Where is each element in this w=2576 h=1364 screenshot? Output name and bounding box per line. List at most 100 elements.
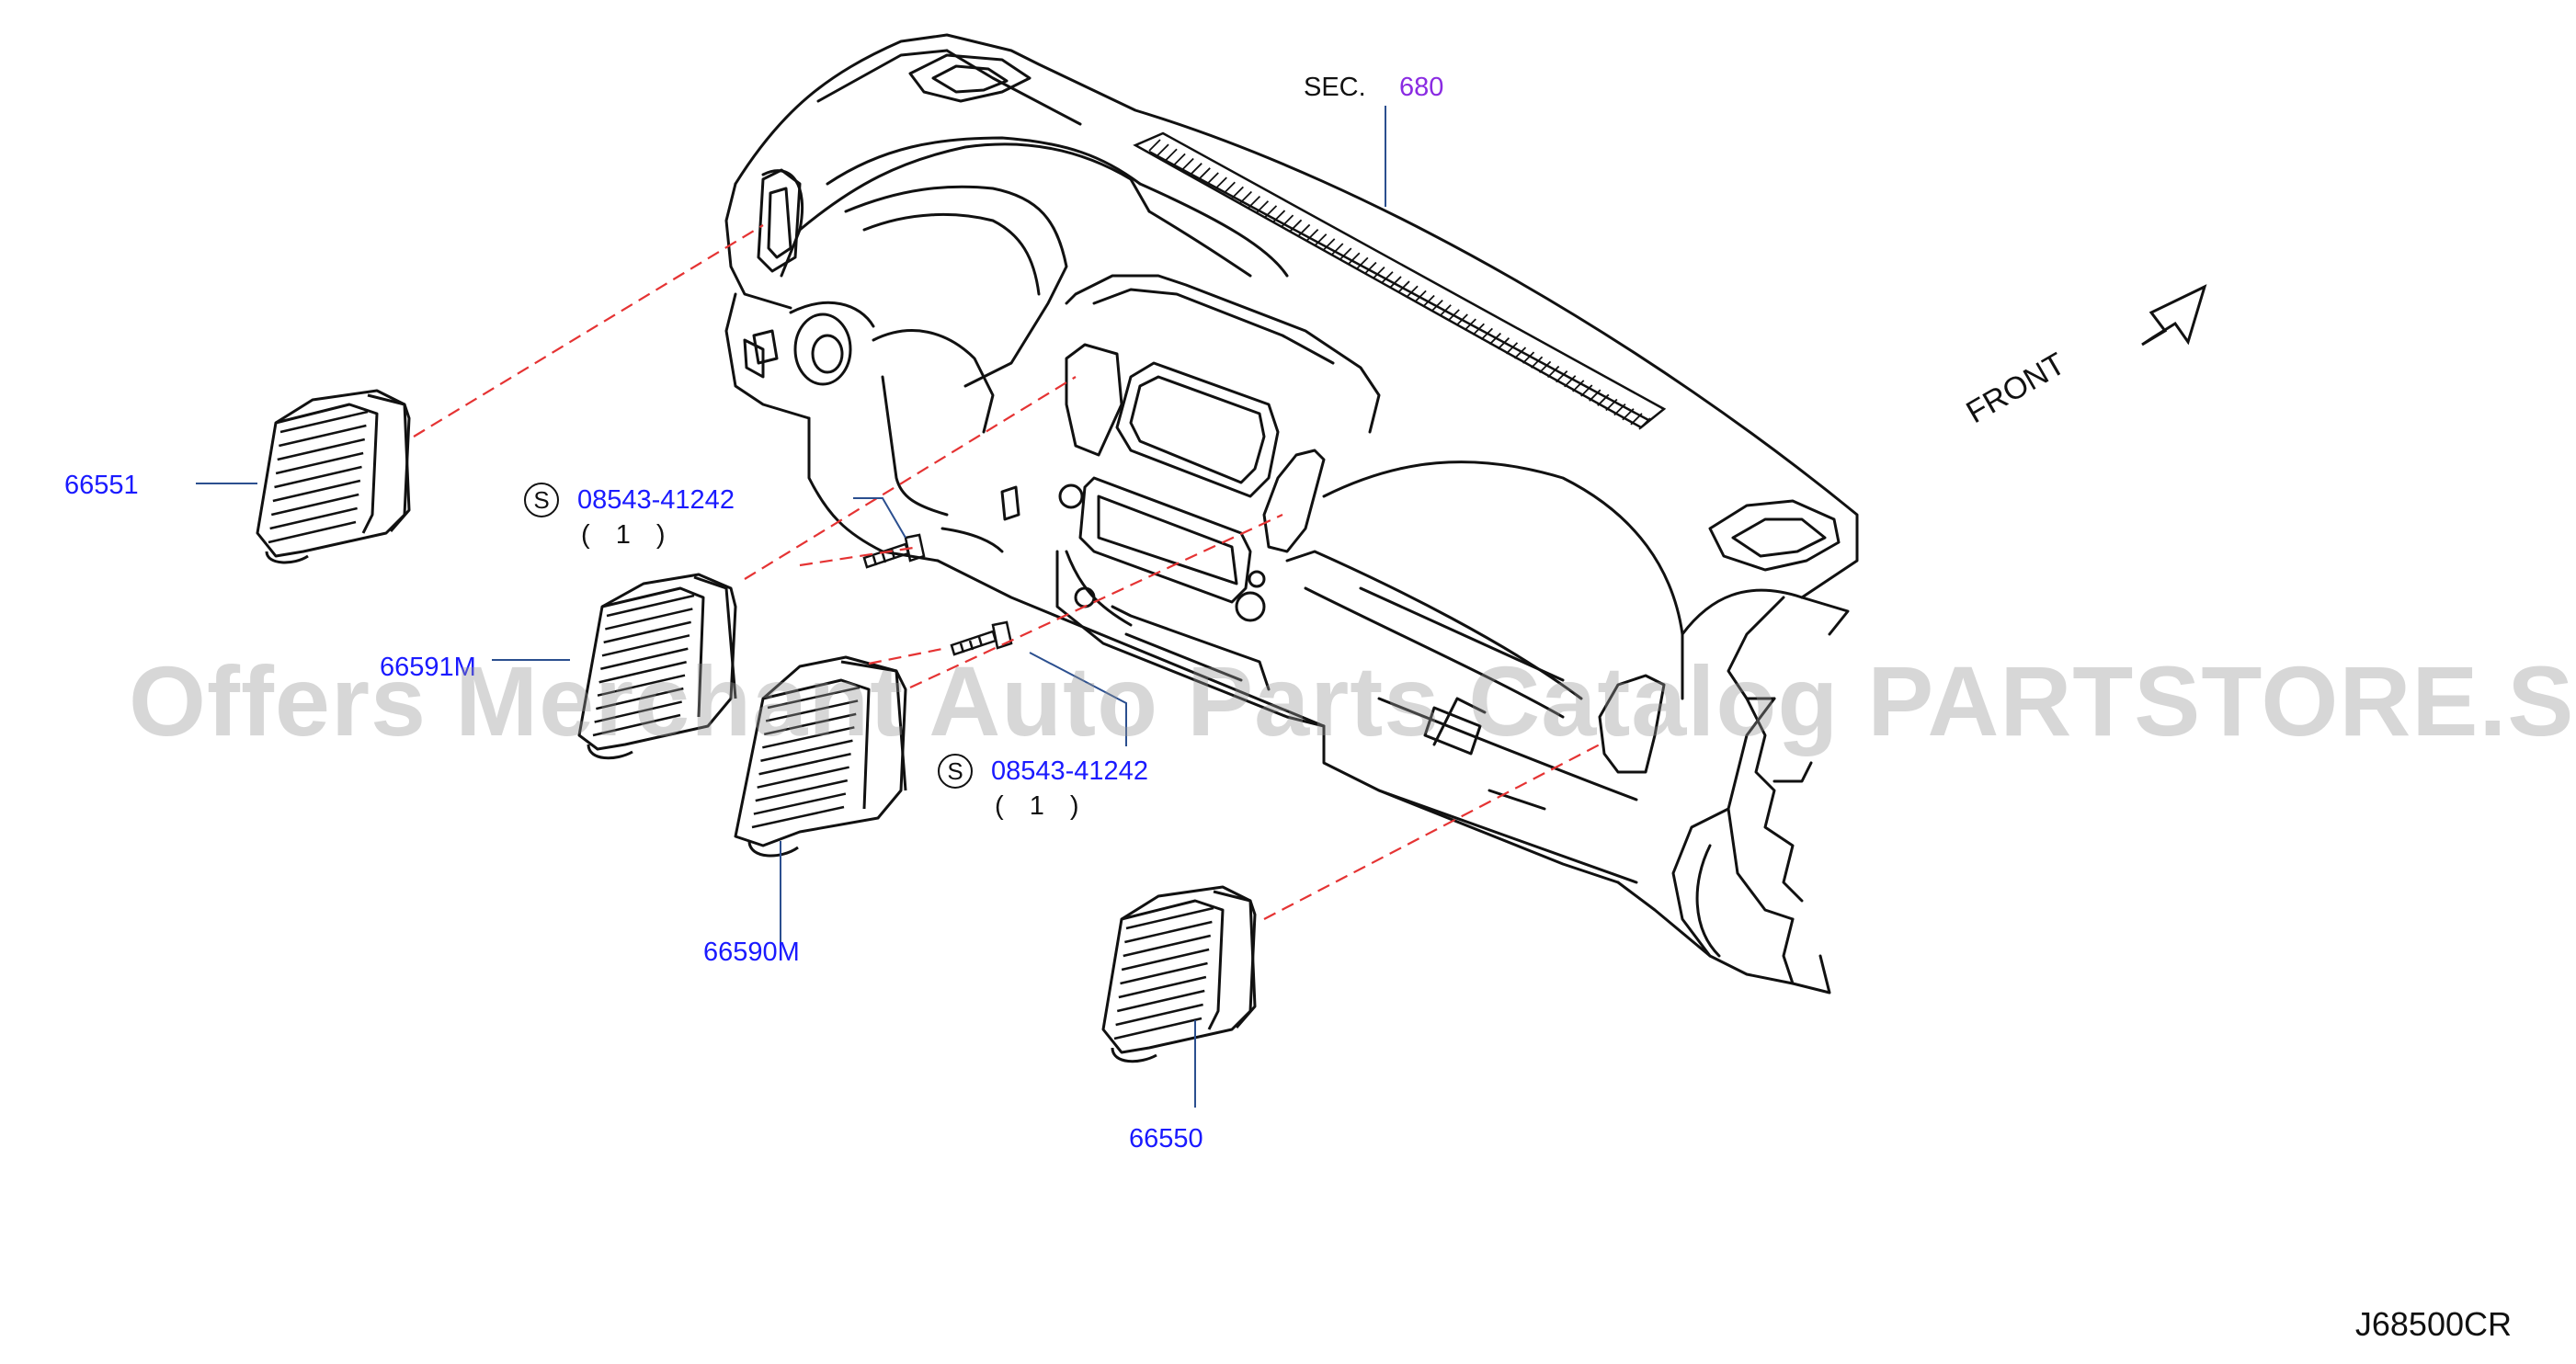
hatch-line bbox=[270, 493, 359, 517]
screw-upper bbox=[862, 533, 926, 569]
hatch-line bbox=[1447, 309, 1460, 322]
hatch-line bbox=[1472, 323, 1485, 335]
hatch-line bbox=[1480, 327, 1493, 341]
hatch-line bbox=[1613, 403, 1626, 416]
hatch-line bbox=[753, 792, 847, 815]
watermark: Offers Merchant Auto Parts Catalog PARTS… bbox=[129, 645, 2576, 756]
part-number-66550[interactable]: 66550 bbox=[1129, 1124, 1203, 1154]
hatch-line bbox=[1173, 153, 1186, 166]
hatch-line bbox=[606, 594, 695, 618]
hatch-line bbox=[1439, 304, 1452, 317]
hatch-line bbox=[1505, 342, 1519, 355]
front-arrow-icon bbox=[2141, 284, 2207, 347]
hatch-line bbox=[279, 410, 369, 434]
hatch-line bbox=[1198, 167, 1211, 180]
hatch-line bbox=[1148, 139, 1161, 152]
hatch-line bbox=[1339, 247, 1352, 260]
part-number-66591M[interactable]: 66591M bbox=[380, 653, 476, 682]
grille-hatch bbox=[1148, 139, 1651, 430]
hatch-line bbox=[1113, 1017, 1203, 1040]
hatch-line bbox=[1530, 356, 1544, 369]
hatch-line bbox=[758, 753, 851, 776]
vent-slats bbox=[592, 594, 695, 737]
hatch-line bbox=[1264, 205, 1278, 218]
hatch-line bbox=[1190, 163, 1203, 176]
hatch-line bbox=[268, 520, 357, 544]
vent-slats bbox=[1113, 906, 1214, 1040]
hatch-line bbox=[1281, 214, 1294, 227]
hatch-line bbox=[272, 479, 361, 503]
hatch-line bbox=[1414, 290, 1427, 302]
hatch-line bbox=[1315, 233, 1328, 246]
section-number-link[interactable]: 680 bbox=[1399, 73, 1444, 102]
hatch-line bbox=[751, 805, 845, 829]
vent-66590M bbox=[734, 655, 907, 858]
part-number-66551[interactable]: 66551 bbox=[64, 471, 139, 500]
hatch-line bbox=[1464, 318, 1476, 331]
hatch-line bbox=[1572, 380, 1585, 392]
vent-slats bbox=[268, 410, 369, 544]
hatch-line bbox=[269, 506, 358, 530]
screw-part-number-upper[interactable]: 08543-41242 bbox=[577, 485, 735, 515]
hatch-line bbox=[1597, 393, 1610, 406]
vent-66551 bbox=[256, 389, 411, 564]
hatch-line bbox=[1231, 186, 1244, 199]
hatch-line bbox=[1622, 408, 1635, 421]
hatch-line bbox=[1356, 256, 1369, 270]
hatch-line bbox=[594, 700, 682, 723]
defroster-grille bbox=[1133, 131, 1667, 430]
hatch-line bbox=[1538, 360, 1552, 374]
screw-lower bbox=[950, 620, 1013, 656]
hatch-line bbox=[1123, 934, 1212, 958]
hatch-line bbox=[1389, 276, 1402, 289]
screw-part-number-lower[interactable]: 08543-41242 bbox=[991, 756, 1148, 786]
hatch-line bbox=[1348, 252, 1361, 265]
hatch-line bbox=[1488, 332, 1502, 346]
hatch-line bbox=[765, 699, 859, 722]
hatch-line bbox=[275, 451, 364, 475]
hatch-line bbox=[1157, 143, 1169, 156]
hatch-line bbox=[1373, 267, 1385, 279]
section-prefix: SEC. bbox=[1304, 73, 1366, 102]
hatch-line bbox=[1116, 989, 1205, 1013]
hatch-line bbox=[755, 779, 849, 802]
hatch-line bbox=[1331, 243, 1344, 256]
hatch-line bbox=[597, 674, 686, 697]
hatch-line bbox=[1497, 337, 1510, 350]
standard-part-symbol: S bbox=[524, 483, 559, 517]
leader-lines bbox=[196, 106, 1386, 1108]
hatch-line bbox=[1206, 172, 1219, 185]
assembly-lines bbox=[413, 224, 1601, 920]
hatch-line bbox=[1120, 961, 1208, 985]
dashboard-panel bbox=[724, 33, 1859, 995]
hatch-line bbox=[1297, 223, 1311, 237]
hatch-line bbox=[1522, 351, 1535, 364]
hatch-line bbox=[600, 647, 689, 670]
hatch-line bbox=[1121, 948, 1210, 972]
screw-quantity-lower: ( 1 ) bbox=[995, 791, 1089, 821]
hatch-line bbox=[1580, 384, 1593, 397]
hatch-line bbox=[1256, 200, 1270, 213]
hatch-line bbox=[1630, 413, 1643, 426]
part-number-66590M[interactable]: 66590M bbox=[703, 938, 800, 967]
hatch-line bbox=[1248, 195, 1261, 209]
hatch-line bbox=[757, 766, 849, 789]
hatch-line bbox=[279, 424, 367, 448]
hatch-line bbox=[277, 438, 366, 461]
hatch-line bbox=[1381, 271, 1394, 284]
hatch-line bbox=[1406, 285, 1419, 298]
hatch-line bbox=[1306, 228, 1319, 242]
hatch-line bbox=[1430, 299, 1443, 313]
hatch-line bbox=[1455, 313, 1468, 326]
vent-66591M bbox=[577, 573, 737, 760]
standard-part-symbol: S bbox=[938, 754, 973, 789]
hatch-line bbox=[1181, 157, 1194, 171]
hatch-line bbox=[598, 661, 687, 684]
hatch-line bbox=[1289, 219, 1303, 232]
vent-slats bbox=[751, 686, 861, 829]
hatch-line bbox=[1165, 148, 1178, 161]
hatch-line bbox=[274, 465, 362, 489]
hatch-line bbox=[1564, 375, 1577, 388]
